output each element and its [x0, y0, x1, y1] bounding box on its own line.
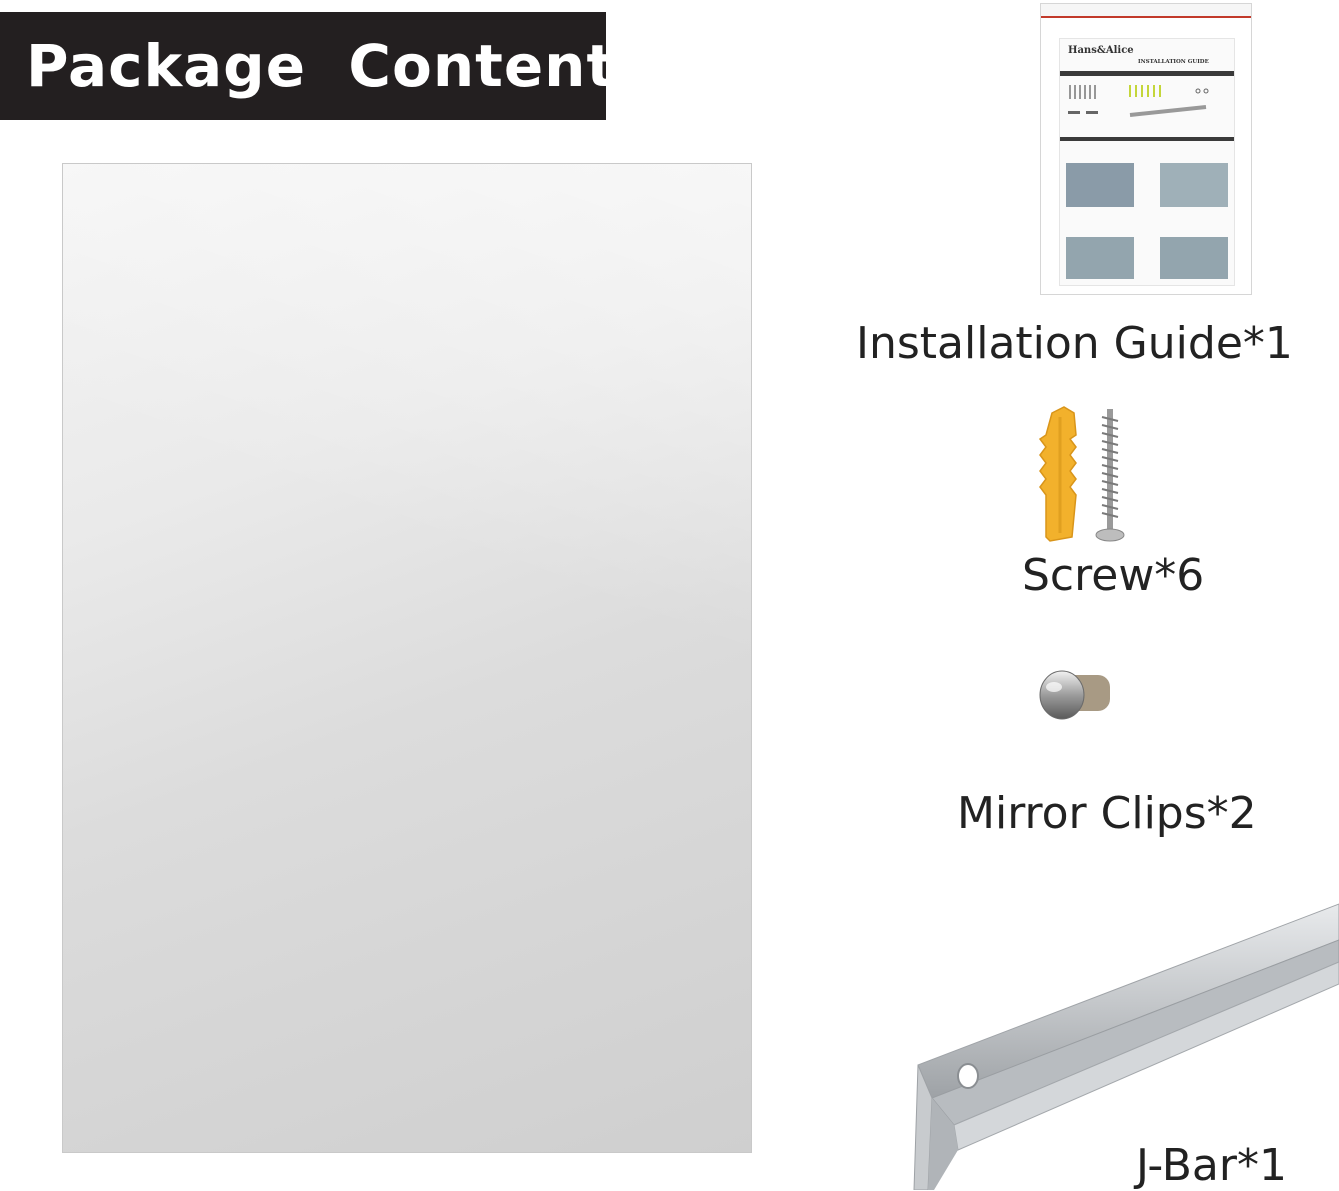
guide-title: INSTALLATION GUIDE — [1138, 59, 1209, 65]
j-bar-icon — [913, 903, 1339, 1190]
guide-step-image-3 — [1066, 237, 1134, 279]
screw-caption: Screw*6 — [1022, 550, 1205, 601]
guide-divider-2 — [1060, 137, 1234, 141]
guide-page: Hans&Alice INSTALLATION GUIDE — [1059, 38, 1235, 286]
bag-seal-strip — [1041, 4, 1251, 18]
mirror-clip-icon — [1039, 670, 1110, 720]
guide-step-image-2 — [1160, 163, 1228, 207]
screw-and-anchor-icon — [1038, 406, 1125, 542]
mirror-clips-caption: Mirror Clips*2 — [957, 788, 1257, 839]
installation-guide-caption: Installation Guide*1 — [856, 318, 1293, 369]
guide-brand: Hans&Alice — [1068, 45, 1134, 56]
guide-step-image-4 — [1160, 237, 1228, 279]
package-contents-banner: Package Contents — [0, 12, 650, 120]
installation-guide-image: Hans&Alice INSTALLATION GUIDE — [1040, 3, 1252, 295]
mirror-panel — [62, 163, 752, 1153]
j-bar-caption: J-Bar*1 — [1136, 1140, 1287, 1191]
guide-divider — [1060, 71, 1234, 76]
guide-step-image-1 — [1066, 163, 1134, 207]
guide-parts-list-icon — [1068, 85, 1209, 117]
banner-title: Package Contents — [26, 32, 651, 100]
